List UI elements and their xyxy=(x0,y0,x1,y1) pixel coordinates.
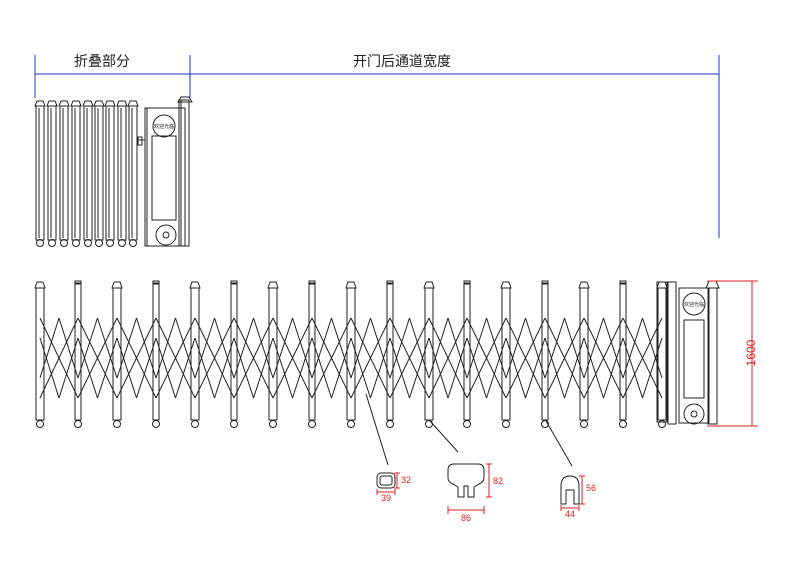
height-dimension xyxy=(707,280,758,427)
profile-t-height: 82 xyxy=(493,476,503,486)
wheel-icon xyxy=(683,403,705,425)
gate-post xyxy=(619,280,627,428)
folded-post xyxy=(70,100,82,247)
lattice-cell xyxy=(194,317,235,399)
gate-post xyxy=(578,281,590,428)
sign-text: 欢迎光临 xyxy=(684,301,704,308)
folded-post xyxy=(34,100,46,247)
lattice-cell xyxy=(505,317,546,399)
gate-post xyxy=(111,281,123,428)
gate-post xyxy=(189,281,201,428)
folded-post xyxy=(116,100,128,247)
gate-post xyxy=(34,281,46,428)
gate-post xyxy=(308,280,316,428)
folded-wheel-icon xyxy=(155,224,177,246)
profile-small-width: 39 xyxy=(381,493,391,503)
lattice-cell xyxy=(350,317,391,399)
folded-sign-text: 欢迎光临 xyxy=(154,123,174,130)
extended-gate xyxy=(34,280,720,428)
opening-width-label: 开门后通道宽度 xyxy=(353,53,451,70)
lattice-cell xyxy=(39,317,79,399)
gate-post xyxy=(500,281,512,428)
folded-post xyxy=(93,100,105,247)
lattice-cell xyxy=(466,317,507,399)
gate-post xyxy=(267,281,279,428)
lattice-cell xyxy=(272,317,313,399)
lattice-cell xyxy=(622,317,663,399)
folded-sign-plate xyxy=(152,114,176,138)
gate-post xyxy=(74,280,82,428)
profile-cap-width: 44 xyxy=(565,509,575,519)
top-dimension xyxy=(34,55,720,238)
profile-t: 82 86 xyxy=(447,463,503,523)
profile-small-height: 32 xyxy=(401,475,411,485)
profile-cap: 56 44 xyxy=(560,475,596,519)
profile-small: 32 39 xyxy=(376,472,411,503)
sign-plate xyxy=(682,292,706,316)
folded-post xyxy=(127,100,139,247)
folded-post xyxy=(82,100,94,247)
lattice-cell xyxy=(233,317,274,399)
lattice-cell xyxy=(428,317,468,399)
profile-cap-height: 56 xyxy=(586,483,596,493)
lattice-cell xyxy=(77,317,118,399)
gate-post xyxy=(386,280,394,428)
gate-post xyxy=(463,280,471,428)
leader-lines xyxy=(365,393,573,467)
height-dimension-label: 1600 xyxy=(744,339,758,366)
lattice-cell xyxy=(583,317,624,399)
folded-post xyxy=(58,100,70,247)
gate-post xyxy=(345,281,357,428)
folded-posts xyxy=(34,100,139,247)
gate-post xyxy=(656,281,668,428)
folded-gate xyxy=(34,96,193,247)
lattice-cell xyxy=(116,317,157,399)
scissor-lattice xyxy=(39,317,663,399)
lattice-cell xyxy=(155,317,196,399)
gate-post xyxy=(541,280,549,428)
lattice-cell xyxy=(311,317,352,399)
gate-post xyxy=(423,281,435,428)
extended-posts xyxy=(34,280,668,428)
folded-post xyxy=(46,100,58,247)
folded-post xyxy=(104,100,116,247)
folded-section-label: 折叠部分 xyxy=(74,54,130,70)
profile-t-width: 86 xyxy=(461,513,471,523)
lattice-cell xyxy=(389,317,430,399)
gate-post xyxy=(152,280,160,428)
lattice-cell xyxy=(544,317,585,399)
gate-post xyxy=(230,280,238,428)
